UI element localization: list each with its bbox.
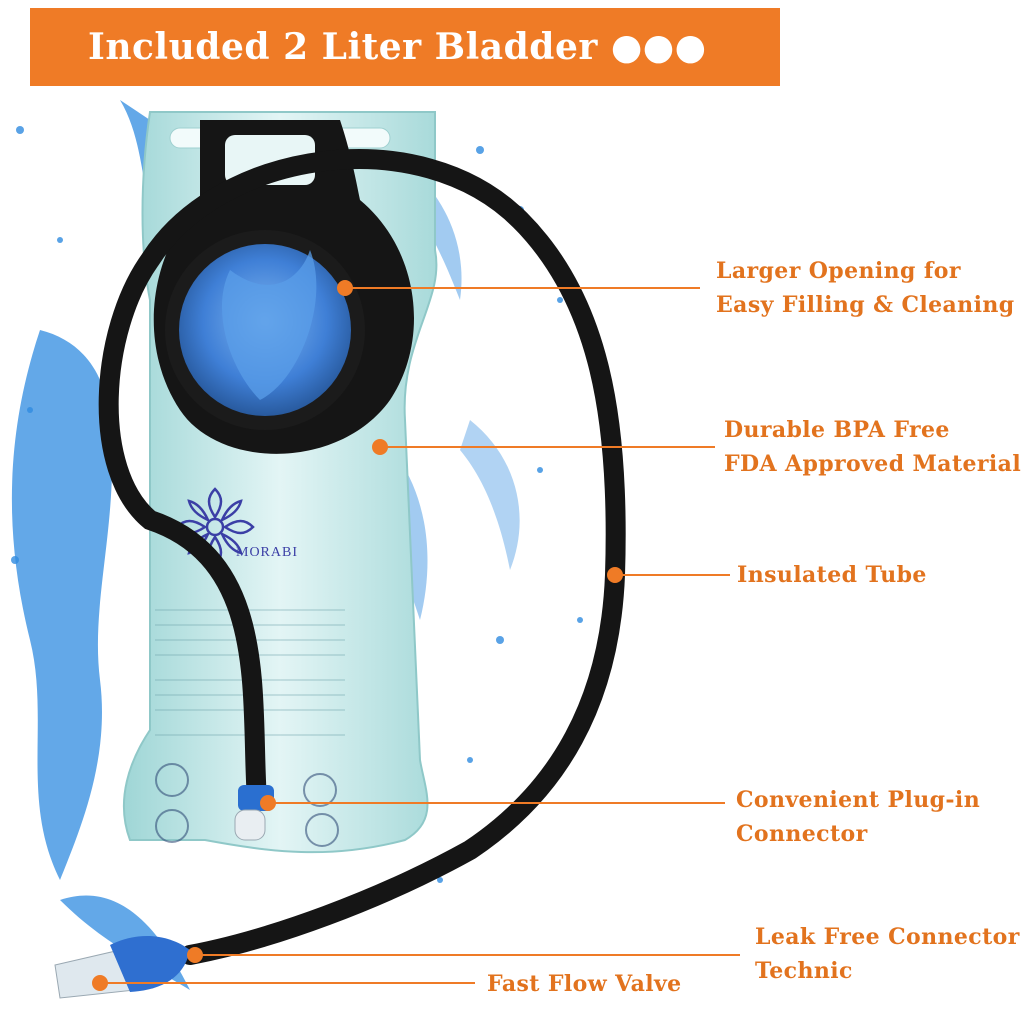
callout-tube: Insulated Tube xyxy=(737,558,927,592)
callout-connector-line-2: Connector xyxy=(736,821,868,847)
callout-material-line-1: Durable BPA Free xyxy=(724,417,950,443)
callout-leak-free-line-2: Technic xyxy=(755,958,853,984)
callout-leaders xyxy=(92,280,740,991)
brand-name: MORABI xyxy=(236,545,299,560)
callout-leak-free-line-1: Leak Free Connector xyxy=(755,924,1020,950)
callout-leak-free: Leak Free Connector Technic xyxy=(755,920,1020,988)
header-banner: Included 2 Liter Bladder ●●● xyxy=(30,8,780,86)
callout-valve-line-1: Fast Flow Valve xyxy=(487,971,682,997)
hydration-bladder-illustration xyxy=(11,100,740,999)
banner-title: Included 2 Liter Bladder ●●● xyxy=(88,26,707,68)
callout-connector: Convenient Plug-in Connector xyxy=(736,783,980,851)
callout-opening: Larger Opening for Easy Filling & Cleani… xyxy=(716,254,1015,322)
bite-valve xyxy=(54,935,190,999)
callout-opening-line-1: Larger Opening for xyxy=(716,258,961,284)
callout-connector-line-1: Convenient Plug-in xyxy=(736,787,981,813)
insulated-tube xyxy=(98,149,626,965)
callout-material-line-2: FDA Approved Material xyxy=(724,451,1022,477)
callout-valve: Fast Flow Valve xyxy=(487,967,682,1001)
callout-tube-line-1: Insulated Tube xyxy=(737,562,927,588)
callout-material: Durable BPA Free FDA Approved Material xyxy=(724,413,1021,481)
callout-opening-line-2: Easy Filling & Cleaning xyxy=(716,292,1015,318)
plug-in-connector xyxy=(234,785,274,841)
